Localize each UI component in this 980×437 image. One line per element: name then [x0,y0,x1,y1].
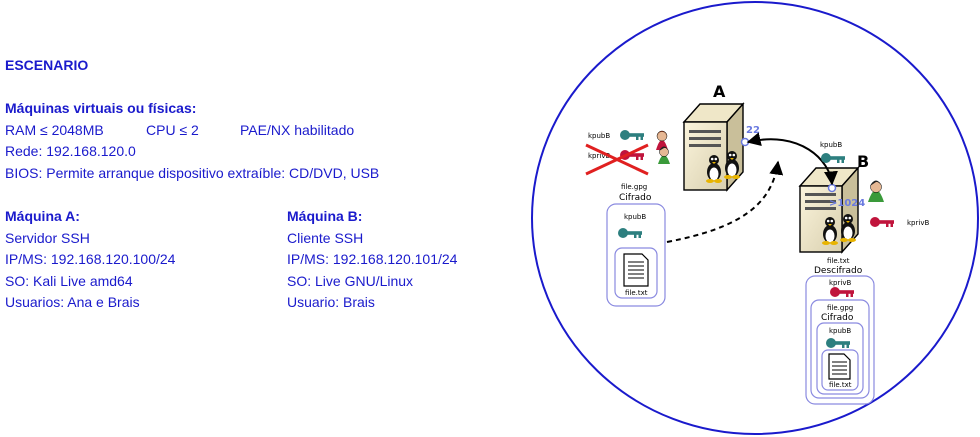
machine-b-users: Usuario: Brais [287,294,375,310]
server-b [798,166,860,254]
bios-spec: BIOS: Permite arranque dispositivo extra… [5,165,380,181]
a-key-priv-label: kprivB [588,152,610,160]
pae-spec: PAE/NX habilitado [240,122,355,138]
key-removed-cross-icon [585,143,649,176]
scenario-circle [531,1,979,435]
machine-a-ip: IP/MS: 192.168.120.100/24 [5,251,176,267]
a-inner-key-label: kpubB [624,213,646,221]
b-inner-doc-label: file.txt [829,381,852,389]
b-key-pub-icon [821,153,845,163]
b-inner-priv-key-label: kprivB [829,279,851,287]
a-inner-doc-label: file.txt [625,289,648,297]
machine-b-title: Máquina B: [287,208,363,224]
machine-a-os: SO: Kali Live amd64 [5,273,133,289]
machine-a-users: Usuarios: Ana e Brais [5,294,140,310]
server-a-label: A [713,82,726,101]
user-ana-icon [656,130,668,150]
machine-a-title: Máquina A: [5,208,80,224]
ram-spec: RAM ≤ 2048MB [5,122,104,138]
b-inner-key-label: kpubB [829,327,851,335]
a-file-name: file.gpg [621,183,647,191]
machine-b-role: Cliente SSH [287,230,364,246]
port-b-marker [827,183,837,193]
b-key-priv-label: kprivB [907,219,929,227]
machines-heading: Máquinas virtuais ou físicas: [5,100,197,116]
server-a [682,102,745,192]
a-file-state: Cifrado [619,193,652,203]
a-key-pub-icon [620,130,644,140]
b-gpg-state: Cifrado [821,313,854,323]
machine-a-role: Servidor SSH [5,230,90,246]
server-b-label: B [857,152,869,171]
user-brais-icon [658,146,670,164]
port-b-label: >1024 [829,198,865,209]
b-key-pub-label: kpubB [820,141,842,149]
cpu-spec: CPU ≤ 2 [146,122,199,138]
a-document-icon [623,253,649,287]
b-key-priv-icon [870,217,894,227]
port-a-label: 22 [746,125,760,136]
b-file-name: file.txt [827,257,850,265]
b-file-state: Descifrado [814,266,863,276]
machine-b-os: SO: Live GNU/Linux [287,273,414,289]
ssh-connection-arrow [746,132,838,186]
b-document-icon [828,353,851,380]
port-a-marker [740,137,750,147]
network-spec: Rede: 192.168.120.0 [5,143,136,159]
a-key-pub-label: kpubB [588,132,610,140]
machine-b-ip: IP/MS: 192.168.120.101/24 [287,251,458,267]
user-brais-b-icon [868,180,884,202]
b-gpg-name: file.gpg [827,304,853,312]
scenario-heading: ESCENARIO [5,57,89,73]
